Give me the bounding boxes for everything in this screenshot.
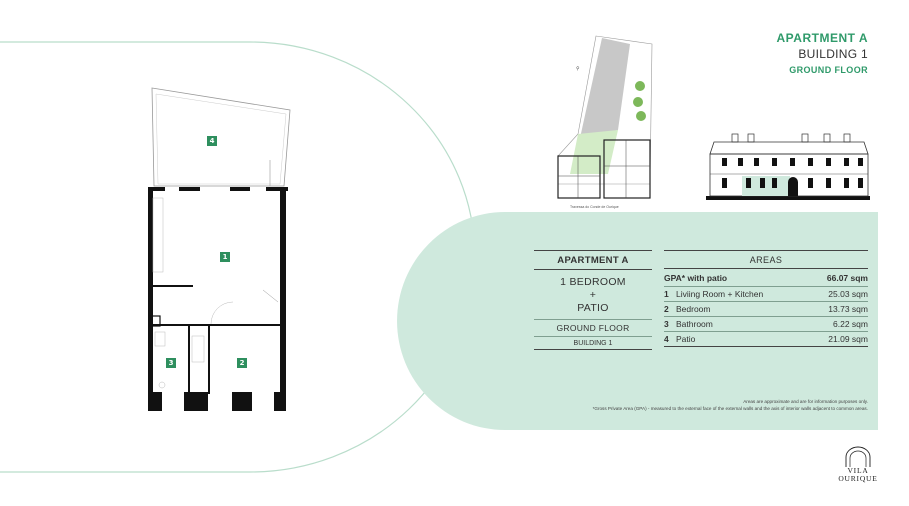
building-title: BUILDING 1: [798, 47, 868, 61]
apartment-title: APARTMENT A: [776, 31, 868, 45]
area-value: 13.73 sqm: [828, 304, 868, 314]
summary-floor: GROUND FLOOR: [556, 323, 630, 333]
room-tag-living: 1: [220, 252, 230, 262]
svg-text:⚲: ⚲: [576, 66, 580, 72]
floor-plan: [148, 87, 291, 411]
room-tag-patio: 4: [207, 136, 217, 146]
area-name: Patio: [676, 334, 696, 344]
typology-line1: 1 BEDROOM: [560, 276, 626, 288]
arch-icon: [845, 446, 871, 467]
area-name: Bathroom: [676, 319, 713, 329]
room-tag-bathroom: 3: [166, 358, 176, 368]
mint-panel: [397, 212, 878, 430]
area-value: 21.09 sqm: [828, 334, 868, 344]
building-elevation: [706, 133, 870, 200]
area-row: 4 Patio 21.09 sqm: [664, 332, 868, 346]
vila-ourique-logo: VILA OURIQUE: [832, 445, 884, 483]
footnote-approx: Areas are approximate and are for inform…: [743, 399, 868, 404]
room-tag-bedroom: 2: [237, 358, 247, 368]
area-value: 6.22 sqm: [833, 319, 868, 329]
site-plan: ⚲: [557, 35, 653, 199]
gpa-row: GPA* with patio 66.07 sqm: [664, 269, 868, 286]
area-num: 2: [664, 304, 669, 314]
gpa-label: GPA* with patio: [664, 273, 728, 283]
typology-line2: PATIO: [577, 302, 609, 314]
summary-column: APARTMENT A 1 BEDROOM + PATIO GROUND FLO…: [534, 250, 652, 350]
typology: 1 BEDROOM + PATIO: [534, 270, 652, 319]
logo-line1: VILA: [847, 466, 869, 475]
area-num: 3: [664, 319, 669, 329]
summary-heading: APARTMENT A: [557, 255, 629, 266]
area-num: 4: [664, 334, 669, 344]
area-num: 1: [664, 289, 669, 299]
area-row: 1 Liviing Room + Kitchen 25.03 sqm: [664, 287, 868, 301]
title-block: APARTMENT A BUILDING 1 GROUND FLOOR: [777, 31, 869, 75]
typology-plus: +: [589, 289, 597, 301]
summary-building: BUILDING 1: [573, 340, 613, 347]
area-value: 25.03 sqm: [828, 289, 868, 299]
footnote-gpa: *Gross Private Area (GPA) - measured to …: [592, 406, 868, 411]
areas-heading: AREAS: [749, 255, 783, 265]
area-row: 2 Bedroom 13.73 sqm: [664, 302, 868, 316]
areas-column: AREAS GPA* with patio 66.07 sqm 1 Liviin…: [664, 250, 868, 347]
logo-line2: OURIQUE: [838, 474, 878, 483]
area-name: Bedroom: [676, 304, 711, 314]
footnotes: Areas are approximate and are for inform…: [508, 398, 868, 412]
area-name: Liviing Room + Kitchen: [676, 289, 764, 299]
gpa-value: 66.07 sqm: [826, 273, 868, 283]
area-row: 3 Bathroom 6.22 sqm: [664, 317, 868, 331]
site-caption: Travessa do Conde de Ourique: [570, 205, 619, 209]
floor-title: GROUND FLOOR: [789, 65, 868, 75]
